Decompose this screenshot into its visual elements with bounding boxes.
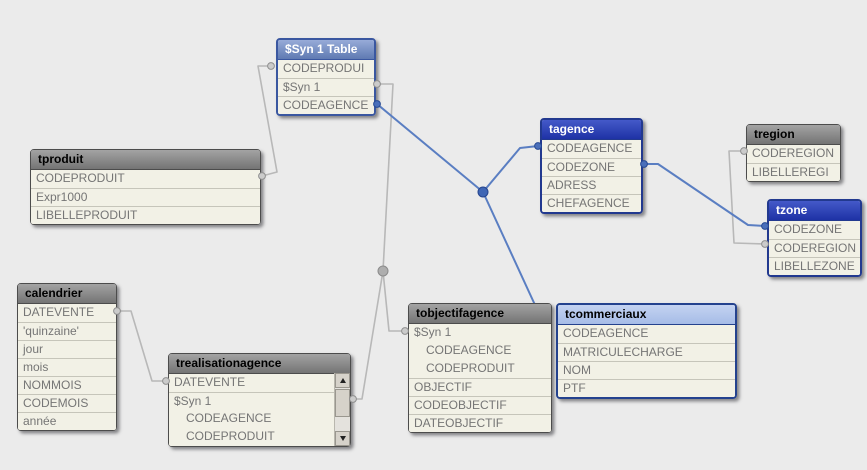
connector-line-syn1-junction-codeagence [376, 103, 484, 193]
field-row-coderegion: CODEREGION [769, 239, 860, 257]
table-header[interactable]: calendrier [18, 284, 116, 304]
field-row-matriculecharge: MATRICULECHARGE [558, 343, 735, 361]
table-field-list: CODEREGION LIBELLEREGI [747, 145, 840, 181]
field-row-chefagence: CHEFAGENCE [542, 194, 641, 212]
field-row-codeproduit: CODEPRODUIT [186, 429, 275, 443]
field-row-ann-e: année [18, 412, 116, 430]
field-row-codeagence: CODEAGENCE [426, 343, 512, 357]
field-row-codeobjectif: CODEOBJECTIF [409, 396, 551, 414]
field-row-quinzaine: 'quinzaine' [18, 322, 116, 340]
table-scrollbar[interactable] [334, 373, 350, 446]
connector-line-junction-tcommerciaux-codeagence [482, 191, 542, 319]
table-header[interactable]: tregion [747, 125, 840, 145]
scroll-up-button[interactable] [335, 373, 350, 388]
triangle-up-icon [339, 378, 346, 383]
field-row-coderegion: CODEREGION [752, 146, 835, 160]
field-row-codeagence: CODEAGENCE [563, 326, 649, 340]
field-row-libelleproduit: LIBELLEPRODUIT [31, 206, 260, 224]
scroll-down-button[interactable] [335, 431, 350, 446]
field-row-syn-1: $Syn 1 [169, 392, 350, 410]
field-row-codeagence: CODEAGENCE [547, 141, 633, 155]
field-row-jour: jour [18, 340, 116, 358]
connector-junction-ball [477, 186, 489, 198]
table-header[interactable]: $Syn 1 Table [278, 40, 374, 60]
table-header[interactable]: tzone [769, 201, 860, 221]
connector-line-syn1-junction-syn [376, 83, 394, 272]
field-row-codeprodui: CODEPRODUI [283, 61, 365, 75]
table-tobjectifagence[interactable]: tobjectifagence$Syn 1 CODEAGENCE CODEPRODU… [408, 303, 552, 433]
field-row-libellezone: LIBELLEZONE [769, 257, 860, 275]
field-row-codeproduit: CODEPRODUIT [426, 361, 515, 375]
field-row-nommois: NOMMOIS [18, 376, 116, 394]
field-row-mois: mois [18, 358, 116, 376]
field-row-codeagence: CODEAGENCE [186, 411, 272, 425]
field-row-codezone: CODEZONE [774, 222, 843, 236]
field-row-adress: ADRESS [542, 176, 641, 194]
field-row-ptf: PTF [558, 379, 735, 397]
field-row-datevente: DATEVENTE [174, 375, 246, 389]
table-header[interactable]: tobjectifagence [409, 304, 551, 324]
field-row-dateobjectif: DATEOBJECTIF [409, 414, 551, 432]
scroll-thumb[interactable] [335, 389, 350, 417]
field-row-datevente: DATEVENTE [23, 305, 95, 319]
table-header[interactable]: tagence [542, 120, 641, 140]
connector-line-junction-trealisation-syn [352, 270, 384, 400]
connector-endpoint-dot [267, 62, 275, 70]
connector-line-junction-tagence-codeagence [482, 145, 539, 193]
field-row-codeproduit: CODEPRODUIT [36, 171, 125, 185]
field-row-nom: NOM [558, 361, 735, 379]
connector-line-calendrier-trealisation-datevente [116, 310, 167, 382]
field-row-syn-1: $Syn 1 [278, 78, 374, 96]
table-header[interactable]: tcommerciaux [558, 305, 735, 325]
field-row-codezone: CODEZONE [542, 158, 641, 176]
field-row-codeagence: CODEAGENCE [278, 96, 374, 114]
field-row-expr1000: Expr1000 [31, 188, 260, 206]
connector-junction-ball [377, 265, 389, 277]
field-row-libelleregi: LIBELLEREGI [747, 163, 840, 181]
table-header[interactable]: trealisationagence [169, 354, 350, 374]
field-row-objectif: OBJECTIF [409, 378, 551, 396]
field-row-codemois: CODEMOIS [18, 394, 116, 412]
table-header[interactable]: tproduit [31, 150, 260, 170]
field-row-syn-1: $Syn 1 [414, 325, 452, 339]
connector-line-junction-tobjectif-syn [382, 270, 406, 332]
triangle-down-icon [339, 436, 346, 441]
